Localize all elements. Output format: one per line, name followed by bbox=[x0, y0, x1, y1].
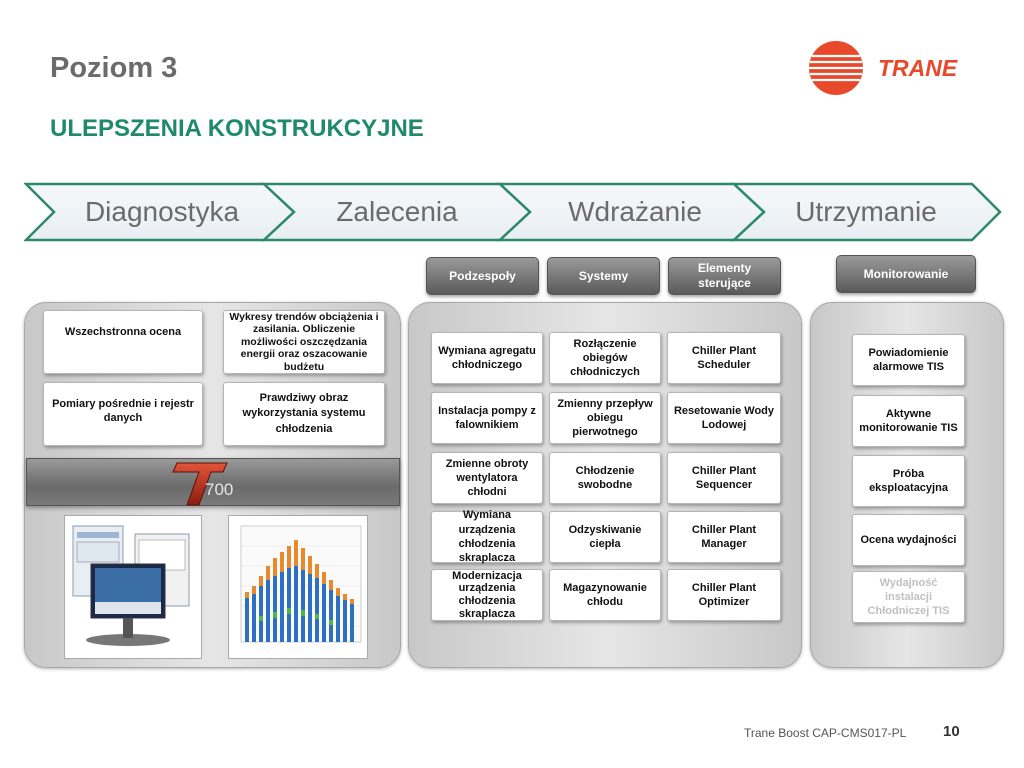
card-plant-optimizer: Chiller Plant Optimizer bbox=[667, 569, 781, 621]
card-odzyskiwanie-ciepla: Odzyskiwanie ciepła bbox=[549, 511, 661, 563]
card-zmienny-przeplyw: Zmienny przepływ obiegu pierwotnego bbox=[549, 392, 661, 444]
process-arrow-bar bbox=[24, 182, 1002, 242]
card-prawdziwy-obraz: Prawdziwy obraz wykorzystania systemu ch… bbox=[223, 382, 385, 446]
card-aktywne-monitorowanie: Aktywne monitorowanie TIS bbox=[852, 395, 965, 447]
card-plant-scheduler: Chiller Plant Scheduler bbox=[667, 332, 781, 384]
logo-text: TRANE bbox=[878, 55, 958, 81]
t700-label: 700 bbox=[205, 480, 233, 499]
card-resetowanie-wody: Resetowanie Wody Lodowej bbox=[667, 392, 781, 444]
t700-logo-icon: 700 bbox=[172, 462, 233, 506]
card-ocena-wydajnosci: Ocena wydajności bbox=[852, 514, 965, 566]
tab-podzespoly[interactable]: Podzespoły bbox=[426, 257, 539, 295]
footer-text: Trane Boost CAP-CMS017-PL bbox=[744, 726, 907, 740]
t700-banner: 700 bbox=[26, 458, 400, 506]
process-step-3: Wdrażanie bbox=[568, 196, 702, 227]
tab-monitorowanie[interactable]: Monitorowanie bbox=[836, 255, 976, 293]
tab-elementy-sterujace[interactable]: Elementy sterujące bbox=[668, 257, 781, 295]
card-wymiana-skraplacza: Wymiana urządzenia chłodzenia skraplacza bbox=[431, 509, 543, 564]
software-screenshot-image bbox=[64, 515, 202, 659]
card-wentylator-chlodni: Zmienne obroty wentylatora chłodni bbox=[431, 452, 543, 504]
tab-systemy[interactable]: Systemy bbox=[547, 257, 660, 295]
card-powiadomienie-alarmowe: Powiadomienie alarmowe TIS bbox=[852, 334, 965, 386]
page-number: 10 bbox=[943, 723, 960, 740]
load-chart-screenshot-image bbox=[228, 515, 368, 659]
card-wymiana-agregatu: Wymiana agregatu chłodniczego bbox=[431, 332, 543, 384]
card-plant-sequencer: Chiller Plant Sequencer bbox=[667, 452, 781, 504]
process-step-1: Diagnostyka bbox=[84, 196, 240, 227]
page-subtitle: ULEPSZENIA KONSTRUKCYJNE bbox=[50, 115, 424, 142]
card-rozlaczenie-obiegow: Rozłączenie obiegów chłodniczych bbox=[549, 332, 661, 384]
trane-logo: TRANE bbox=[809, 41, 958, 95]
card-modernizacja-skraplacza: Modernizacja urządzenia chłodzenia skrap… bbox=[431, 569, 543, 621]
card-pomiary: Pomiary pośrednie i rejestr danych bbox=[43, 382, 203, 446]
chevron-utrzymanie bbox=[730, 182, 1002, 242]
page-title: Poziom 3 bbox=[50, 52, 178, 84]
card-magazynowanie-chlodu: Magazynowanie chłodu bbox=[549, 569, 661, 621]
process-step-4: Utrzymanie bbox=[795, 196, 937, 227]
card-wykresy-trendow: Wykresy trendów obciążenia i zasilania. … bbox=[223, 310, 385, 374]
card-pompa-falownik: Instalacja pompy z falownikiem bbox=[431, 392, 543, 444]
card-proba-eksploatacyjna: Próba eksploatacyjna bbox=[852, 455, 965, 507]
card-plant-manager: Chiller Plant Manager bbox=[667, 511, 781, 563]
process-step-2: Zalecenia bbox=[336, 196, 458, 227]
card-wszechstronna-ocena: Wszechstronna ocena bbox=[43, 310, 203, 374]
card-wydajnosc-instalacji: Wydajność instalacji Chłodniczej TIS bbox=[852, 571, 965, 623]
card-chlodzenie-swobodne: Chłodzenie swobodne bbox=[549, 452, 661, 504]
